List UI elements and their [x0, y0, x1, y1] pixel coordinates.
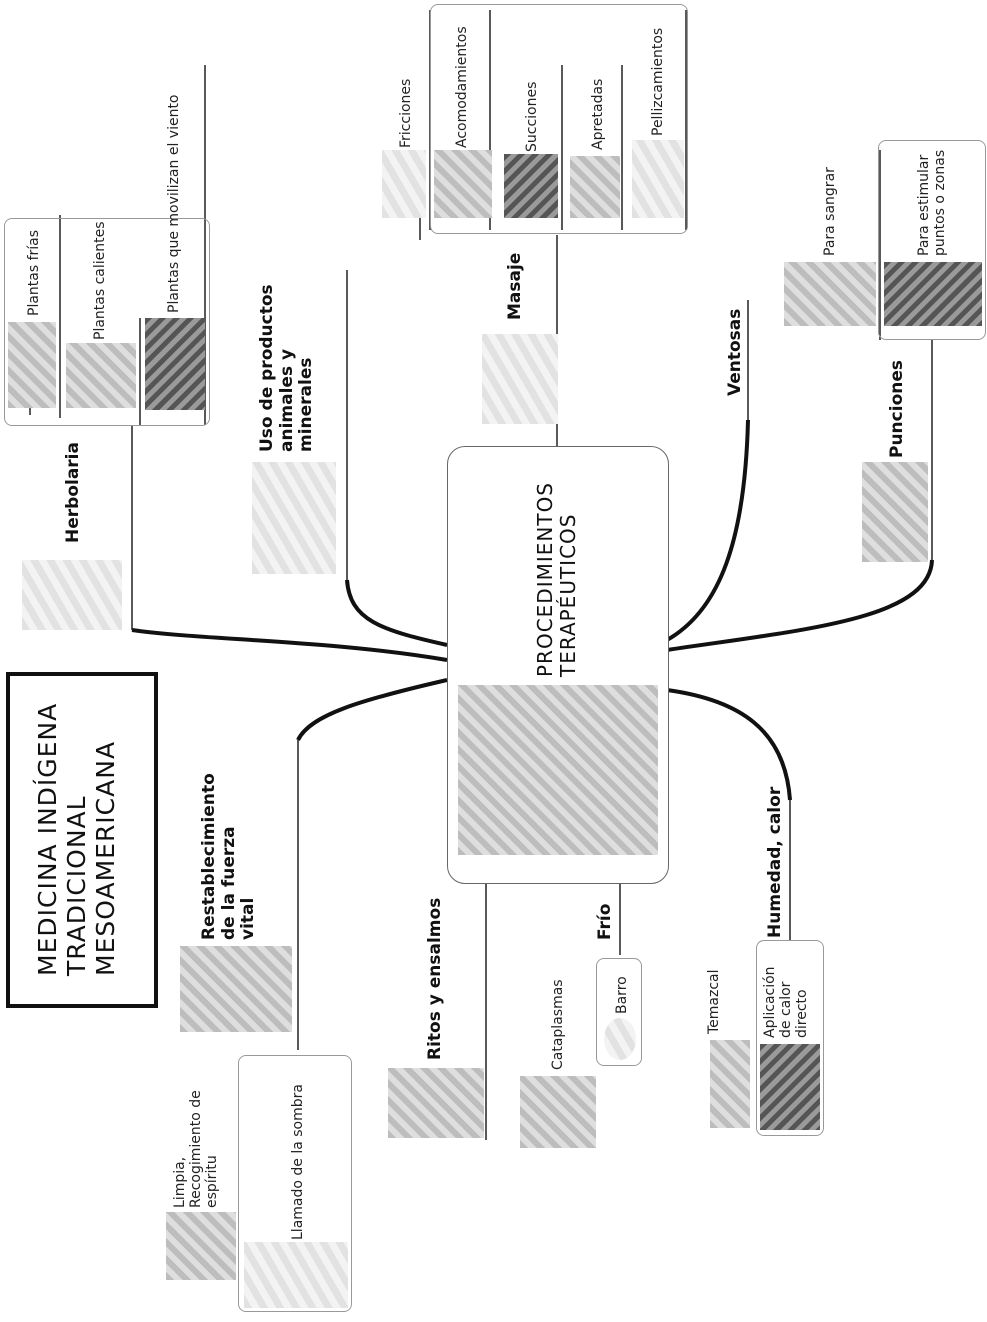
cataplasmas-photo	[520, 1076, 596, 1148]
restablecimiento-line-1: Restablecimiento	[199, 773, 219, 940]
productos-label: Uso de productos animales y minerales	[257, 284, 317, 452]
humedad-item-calor-directo: Aplicación de calor directo	[762, 966, 810, 1038]
punciones-item-para-sangrar: Para sangrar	[822, 167, 838, 256]
herbolaria-item-plantas-frias: Plantas frías	[26, 229, 42, 316]
restablecimiento-label: Restablecimiento de la fuerza vital	[199, 773, 259, 940]
punciones-photo	[862, 462, 928, 562]
frio-item-cataplasmas: Cataplasmas	[550, 979, 566, 1070]
restablecimiento-photo	[180, 946, 292, 1032]
restablecimiento-card	[238, 1055, 352, 1312]
herbolaria-item-plantas-viento: Plantas que movilizan el viento	[166, 94, 182, 314]
punciones-item-para-estimular: Para estimular puntos o zonas	[916, 150, 948, 256]
humedad-card	[756, 940, 824, 1136]
productos-drawing	[252, 462, 336, 574]
para-estimular-line-2: puntos o zonas	[932, 149, 949, 256]
herbolaria-label: Herbolaria	[63, 442, 83, 543]
ventosas-label: Ventosas	[725, 308, 745, 396]
calor-directo-photo	[760, 1044, 820, 1130]
center-photo	[458, 685, 658, 855]
punciones-label: Punciones	[887, 360, 907, 458]
restablecimiento-item-llamado-sombra: Llamado de la sombra	[290, 1084, 306, 1240]
branch-line-humedad	[666, 688, 792, 801]
main-title-box: MEDICINA INDÍGENA TRADICIONAL MESOAMERIC…	[6, 672, 158, 1008]
restablecimiento-item-limpia: Limpia, Recogimiento de espíritu	[172, 1090, 220, 1208]
productos-line-1: Uso de productos	[257, 284, 277, 452]
para-estimular-photo	[884, 262, 982, 326]
plantas-calientes-photo	[66, 343, 136, 408]
para-sangrar-photo	[784, 262, 876, 326]
humedad-label: Humedad, calor	[765, 786, 785, 938]
temazcal-photo	[710, 1040, 750, 1128]
center-title-line-2: TERAPÉUTICOS	[556, 513, 580, 677]
limpia-line-2: Recogimiento de	[188, 1090, 205, 1208]
herbolaria-card	[4, 218, 210, 426]
humedad-item-temazcal: Temazcal	[706, 969, 722, 1034]
branch-line-productos	[345, 579, 448, 647]
ritos-label: Ritos y ensalmos	[425, 897, 445, 1060]
masaje-item-apretadas: Apretadas	[590, 78, 606, 150]
frio-card	[596, 958, 642, 1066]
masaje-item-fricciones: Fricciones	[398, 78, 414, 148]
ritos-photo	[388, 1068, 484, 1138]
plantas-frias-photo	[8, 322, 56, 408]
title-line-1: MEDICINA INDÍGENA	[33, 702, 62, 976]
center-title: PROCEDIMIENTOS TERAPÉUTICOS	[533, 481, 580, 677]
branch-line-herbolaria	[131, 628, 448, 662]
center-node: PROCEDIMIENTOS TERAPÉUTICOS	[447, 446, 669, 884]
calor-directo-line-3: directo	[794, 989, 811, 1038]
pellizcamientos-photo	[632, 140, 684, 218]
para-estimular-line-1: Para estimular	[916, 154, 932, 256]
restablecimiento-line-3: vital	[238, 897, 259, 940]
center-title-line-1: PROCEDIMIENTOS	[533, 481, 557, 677]
restablecimiento-line-2: de la fuerza	[218, 826, 239, 940]
masaje-item-pellizcamientos: Pellizcamientos	[650, 27, 666, 136]
herbolaria-item-plantas-calientes: Plantas calientes	[92, 221, 108, 340]
title-line-3: MESOAMERICANA	[90, 740, 120, 976]
plantas-viento-photo	[145, 318, 205, 410]
branch-line-restablecimiento	[296, 678, 448, 741]
productos-line-2: animales y	[276, 348, 297, 452]
herbolaria-plant-drawing	[22, 560, 122, 630]
limpia-line-1: Limpia,	[172, 1156, 188, 1208]
acomodamientos-photo	[434, 150, 492, 218]
limpia-line-3: espíritu	[204, 1155, 221, 1208]
title-line-2: TRADICIONAL	[61, 795, 91, 976]
main-title: MEDICINA INDÍGENA TRADICIONAL MESOAMERIC…	[33, 702, 120, 976]
branch-line-ventosas	[666, 419, 750, 642]
productos-line-3: minerales	[296, 357, 317, 452]
calor-directo-line-2: de calor	[778, 981, 795, 1038]
barro-photo	[604, 1018, 636, 1060]
llamado-sombra-photo	[244, 1242, 348, 1308]
masaje-label: Masaje	[505, 252, 525, 320]
masaje-item-acomodamientos: Acomodamientos	[454, 26, 470, 148]
masaje-drawing	[482, 334, 558, 424]
punciones-card	[878, 140, 986, 340]
frio-item-barro: Barro	[614, 976, 630, 1014]
masaje-card	[430, 4, 688, 234]
branch-line-punciones	[666, 559, 934, 652]
frio-label: Frío	[595, 903, 615, 940]
limpia-photo	[166, 1212, 236, 1280]
masaje-item-succiones: Succiones	[524, 81, 540, 152]
apretadas-photo	[570, 156, 620, 218]
calor-directo-line-1: Aplicación	[762, 966, 778, 1038]
succiones-photo	[504, 154, 558, 218]
fricciones-photo	[382, 150, 426, 218]
